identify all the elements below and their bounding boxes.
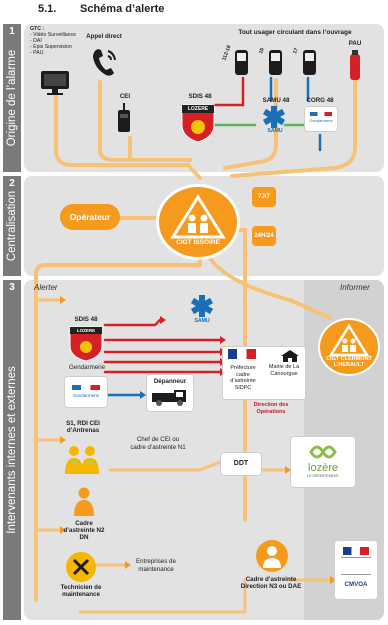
section-header: 5.1. Schéma d’alerte bbox=[38, 3, 164, 15]
phone-icon bbox=[90, 45, 118, 84]
warning-people-icon bbox=[170, 194, 226, 239]
mairie-label: Mairie de La Canourgue bbox=[268, 364, 300, 377]
worker-icon bbox=[72, 486, 96, 521]
cmvoa-logo-lines bbox=[341, 557, 371, 575]
ddt-card: DDT bbox=[220, 452, 262, 476]
gtc-item: - DAI bbox=[30, 38, 42, 44]
mobile-icon bbox=[266, 48, 286, 83]
ddt-label: DDT bbox=[233, 460, 249, 467]
band-number: 1 bbox=[9, 26, 15, 37]
marianne-flag-icon bbox=[228, 349, 256, 363]
gtc-item: - Vidéo Surveillance bbox=[30, 32, 77, 38]
pau-extinguisher-icon bbox=[347, 50, 363, 87]
band-number: 2 bbox=[9, 178, 15, 189]
band-tab-origin: 1 Origine de l’alarme bbox=[3, 24, 21, 172]
cigt-clermont-label: CIGT CLERMONT L’HERAULT bbox=[326, 356, 372, 368]
mobile-icon bbox=[232, 48, 252, 83]
appel-direct-label: Appel direct bbox=[86, 33, 122, 40]
cigt-issoire-node: CIGT ISSOIRE bbox=[156, 184, 240, 260]
gtc-item: - Epis Supervision bbox=[30, 44, 72, 50]
samu-star-icon bbox=[190, 294, 214, 323]
direction-operations-label: Direction des Opérations bbox=[253, 402, 289, 415]
monitor-icon bbox=[40, 70, 70, 101]
sdis-shield-icon: LOZERE bbox=[68, 324, 104, 362]
sdis-label: SDIS 48 bbox=[74, 316, 98, 323]
gendarmerie-logo-text: Gendarmerie bbox=[309, 118, 333, 123]
star-of-life-icon bbox=[262, 105, 286, 134]
radio-icon bbox=[116, 103, 132, 138]
town-hall-icon bbox=[280, 349, 300, 368]
gendarmerie-logo: Gendarmerie bbox=[304, 106, 338, 132]
lozere-logo-text: lozère bbox=[308, 462, 338, 474]
gendarmerie-logo-text: Gendarmerie bbox=[72, 393, 100, 398]
gtc-block: GTC : - Vidéo Surveillance - DAI - Epis … bbox=[30, 26, 100, 56]
section-number: 5.1. bbox=[38, 3, 57, 15]
sdis-badge-text: LOZERE bbox=[76, 328, 96, 333]
pau-label: PAU bbox=[348, 40, 362, 47]
mobile-icon bbox=[300, 48, 320, 83]
sdis-label: SDIS 48 bbox=[188, 93, 212, 100]
lozere-logo-card: lozère LE DÉPARTEMENT bbox=[290, 436, 356, 488]
gtc-item: - PAU bbox=[30, 50, 44, 56]
tow-truck-icon bbox=[152, 390, 186, 406]
corg-label: CORG 48 bbox=[306, 97, 334, 104]
gtc-title: GTC : bbox=[30, 26, 45, 32]
gendarmerie-label: Gendarmerie bbox=[68, 364, 106, 371]
samu-logo-text: SAMU bbox=[267, 128, 283, 134]
cigt-issoire-label: CIGT ISSOIRE bbox=[176, 239, 220, 246]
chef-cei-label: Chef de CEI ou cadre d’astreinte N1 bbox=[130, 436, 186, 451]
cadre-n3-label: Cadre d’astreinte Direction N3 ou DAE bbox=[240, 576, 302, 590]
marianne-flag-icon bbox=[343, 547, 369, 555]
tools-icon bbox=[66, 552, 96, 582]
cmvoa-label: CMVOA bbox=[344, 581, 368, 588]
depanneur-label: Dépanneur bbox=[153, 378, 187, 385]
alerter-label: Alerter bbox=[34, 283, 58, 292]
band-number: 3 bbox=[9, 282, 15, 293]
prefecture-label: Préfecture cadre d’astreinte SIDPC bbox=[230, 365, 256, 391]
cadre-n2-label: Cadre d’astreinte N2 DN bbox=[63, 520, 105, 541]
warning-people-icon bbox=[328, 323, 370, 357]
s1-rdi-label: S1, RDI CEI d’Antrenas bbox=[66, 420, 100, 434]
cigt-clermont-node: CIGT CLERMONT L’HERAULT bbox=[318, 318, 380, 376]
section-title: Schéma d’alerte bbox=[80, 3, 165, 15]
depanneur-card: Dépanneur bbox=[146, 374, 194, 412]
lozere-knot-icon bbox=[309, 445, 337, 459]
samu-label: SAMU 48 bbox=[262, 97, 290, 104]
technicien-label: Technicien de maintenance bbox=[60, 584, 102, 598]
sdis-shield-icon: LOZERE bbox=[180, 101, 216, 143]
badge-24h: 24H/24 bbox=[252, 226, 276, 246]
cmvoa-card: CMVOA bbox=[334, 540, 378, 600]
usager-label: Tout usager circulant dans l’ouvrage bbox=[238, 29, 352, 36]
samu-logo-text: SAMU bbox=[194, 318, 210, 324]
gendarmerie-logo: Gendarmerie bbox=[64, 376, 108, 408]
entreprises-label: Entreprises de maintenance bbox=[136, 558, 176, 573]
sdis-badge-text: LOZERE bbox=[187, 106, 209, 112]
lozere-logo-sub: LE DÉPARTEMENT bbox=[307, 474, 339, 478]
informer-label: Informer bbox=[340, 283, 370, 292]
badge-7j7: 7J/7 bbox=[252, 187, 276, 207]
band-origin-bg bbox=[24, 24, 384, 172]
operateur-pill: Opérateur bbox=[60, 204, 120, 230]
cei-label: CEI bbox=[119, 93, 131, 100]
worker-icon bbox=[256, 540, 288, 572]
band-tab-intervenants: 3 Intervenants internes et externes bbox=[3, 280, 21, 620]
workers-icon bbox=[62, 444, 102, 481]
band-tab-centralisation: 2 Centralisation bbox=[3, 176, 21, 276]
